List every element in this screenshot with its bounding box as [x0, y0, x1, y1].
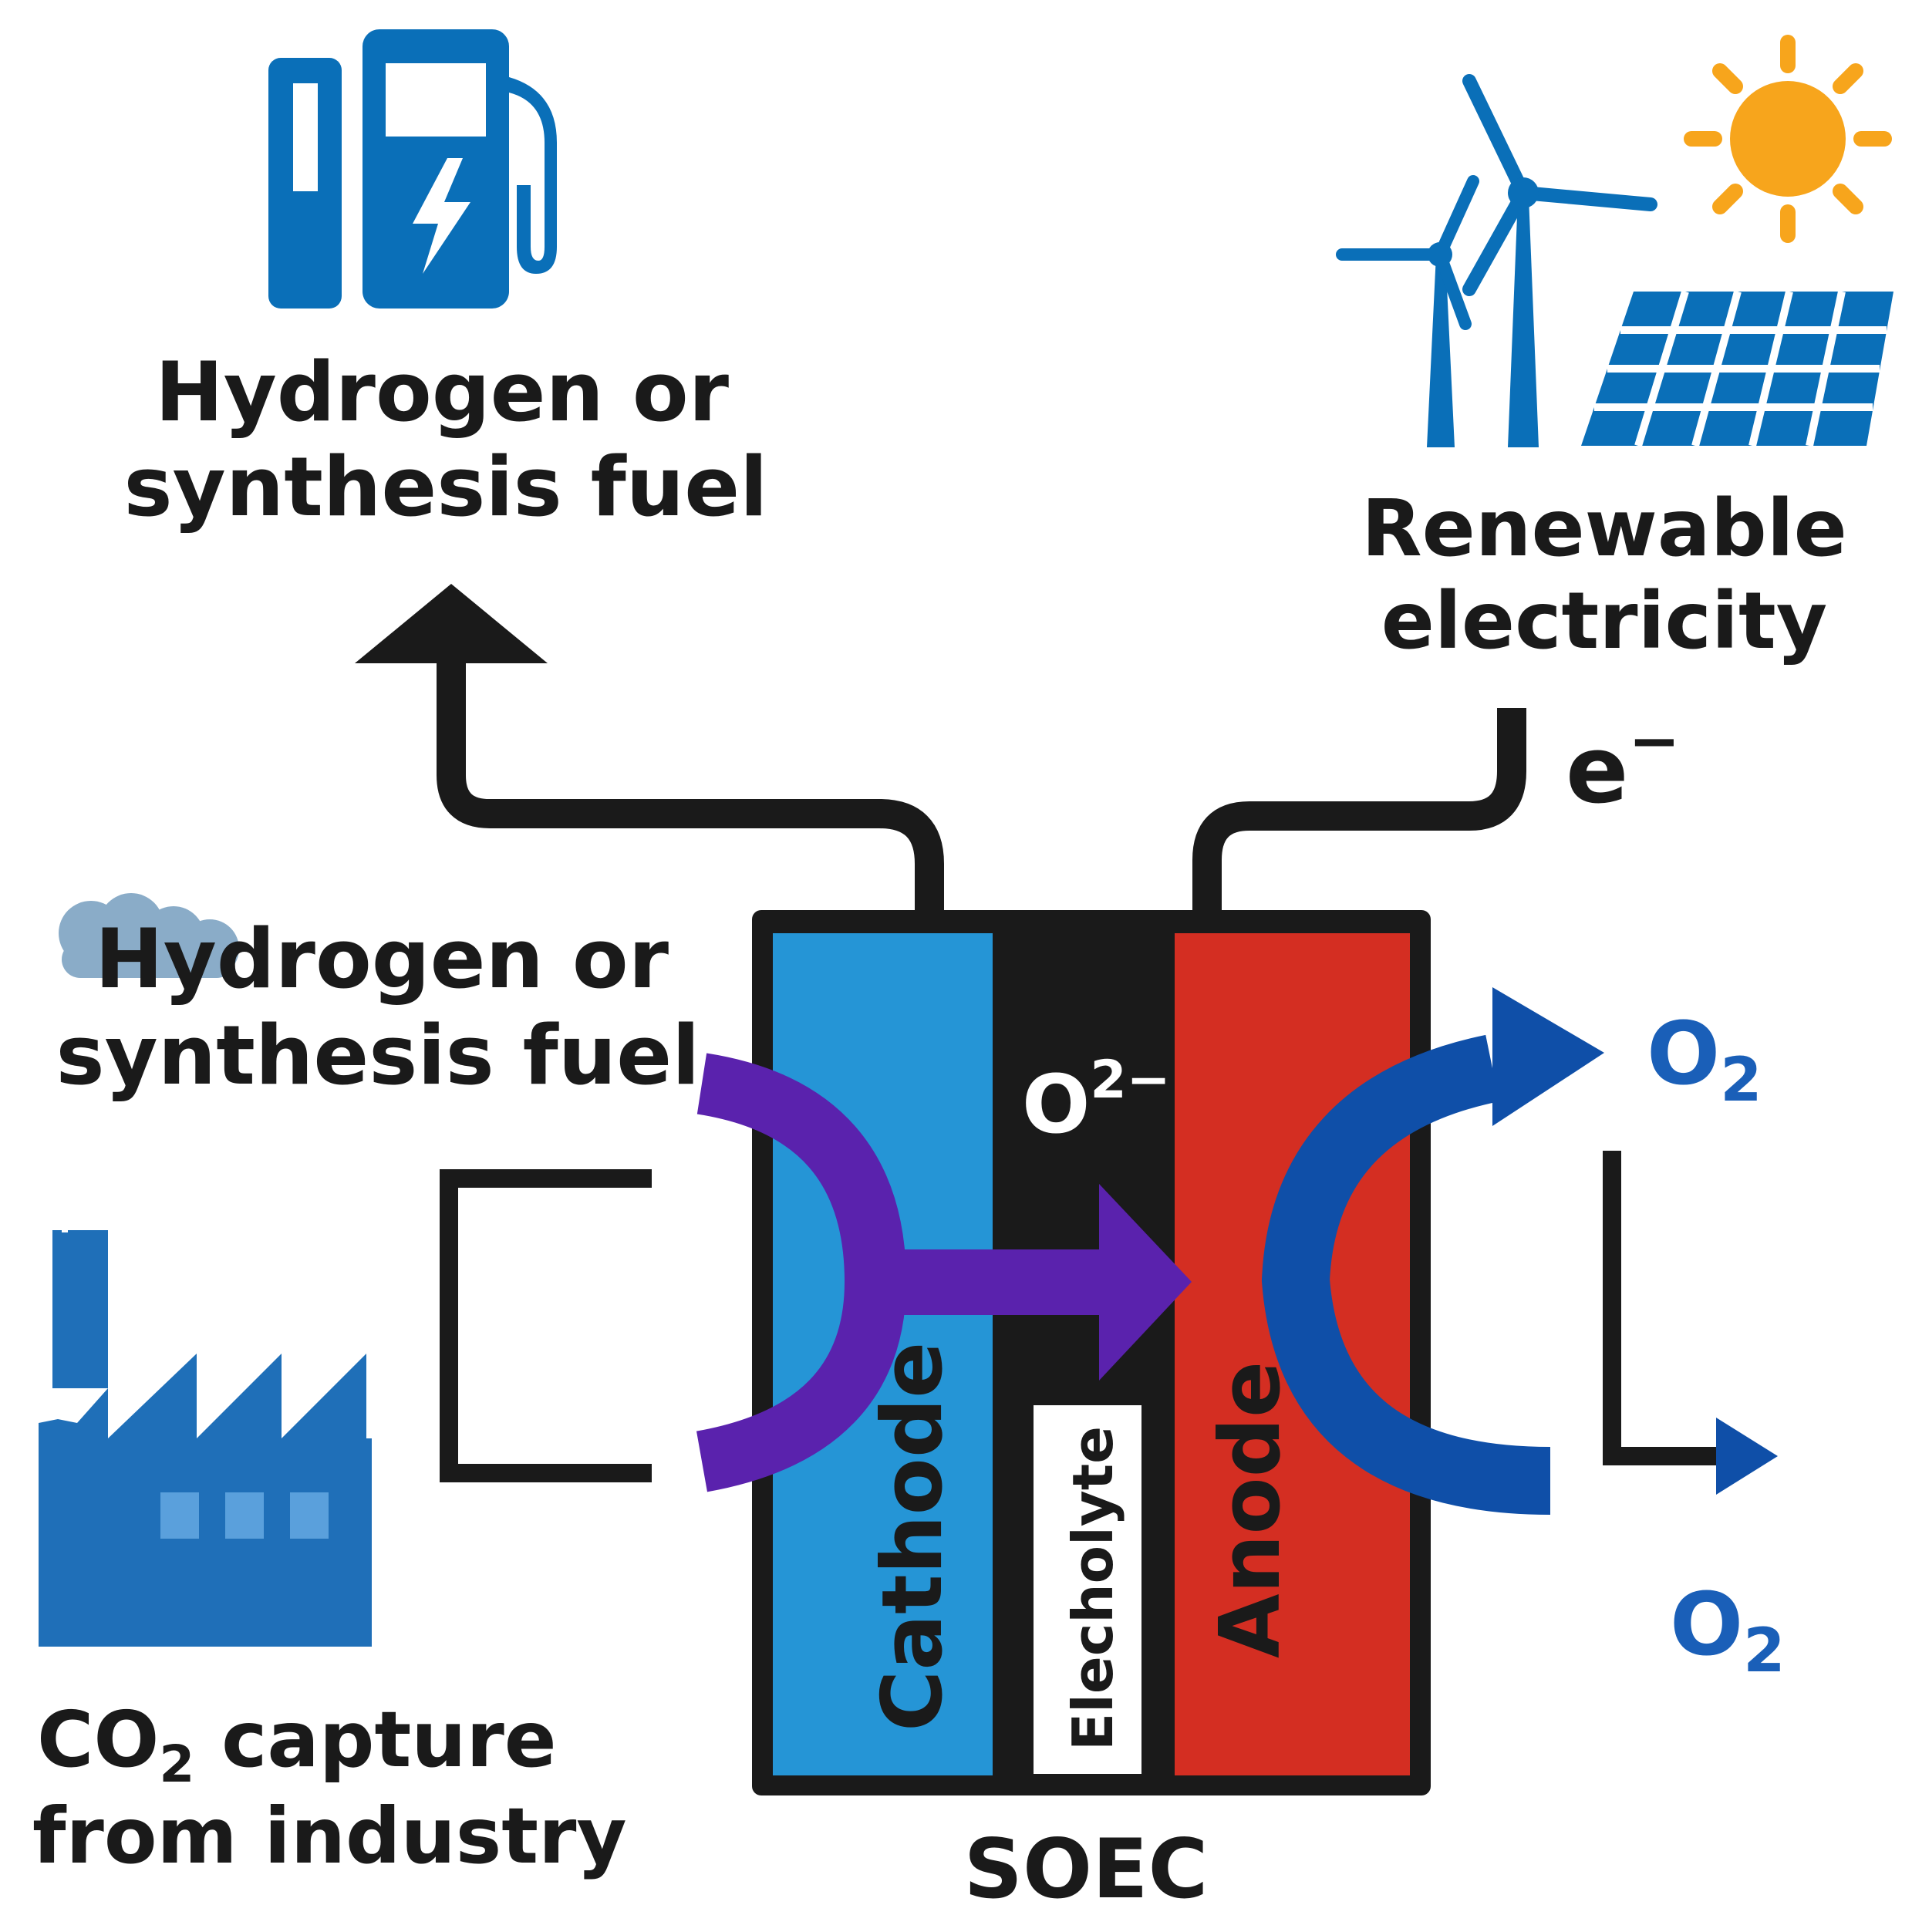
oxygen-bottom-label: O2 — [1670, 1575, 1786, 1686]
soec-label: SOEC — [964, 1822, 1209, 1917]
fuel-output-arrowhead — [355, 584, 548, 663]
factory-icon — [39, 893, 372, 1647]
oxygen-output-line — [1603, 1151, 1728, 1465]
oxygen-flow-arrow — [1261, 987, 1604, 1515]
cathode-label: Cathode — [865, 1342, 961, 1731]
left-bracket — [440, 1169, 652, 1482]
fuel-input-label-line2: synthesis fuel — [56, 1008, 700, 1103]
connector-lines — [437, 663, 1526, 926]
fuel-pump-icon — [268, 29, 557, 309]
fuel-output-label-line2: synthesis fuel — [124, 440, 768, 534]
electrolyte-label: Elecholyte — [1061, 1426, 1125, 1751]
oxide-ion-label: O2− — [1022, 1050, 1171, 1151]
solar-panel-icon — [1581, 290, 1893, 447]
electrolyte-layer — [1034, 1405, 1141, 1774]
fuel-flow-arrow — [696, 1053, 1192, 1492]
fuel-output-label-line1: Hydrogen or — [155, 345, 729, 440]
wind-turbine-icon — [1336, 74, 1657, 447]
co2-label-line1: CO2 capture — [37, 1694, 557, 1794]
sun-icon — [1684, 35, 1892, 243]
renewable-label-line2: electricity — [1381, 575, 1827, 667]
electron-input-line — [1192, 708, 1526, 926]
fuel-output-line — [437, 663, 944, 926]
oxygen-top-label: O2 — [1647, 1004, 1762, 1115]
oxygen-bottom-arrowhead — [1716, 1418, 1778, 1495]
anode-label: Anode — [1202, 1361, 1299, 1658]
fuel-input-label-line1: Hydrogen or — [95, 912, 669, 1006]
renewable-label-line1: Renewable — [1361, 483, 1847, 575]
smoke-cloud-icon — [59, 893, 239, 978]
co2-label-line2: from industry — [32, 1791, 627, 1881]
electron-label: e− — [1566, 705, 1680, 824]
